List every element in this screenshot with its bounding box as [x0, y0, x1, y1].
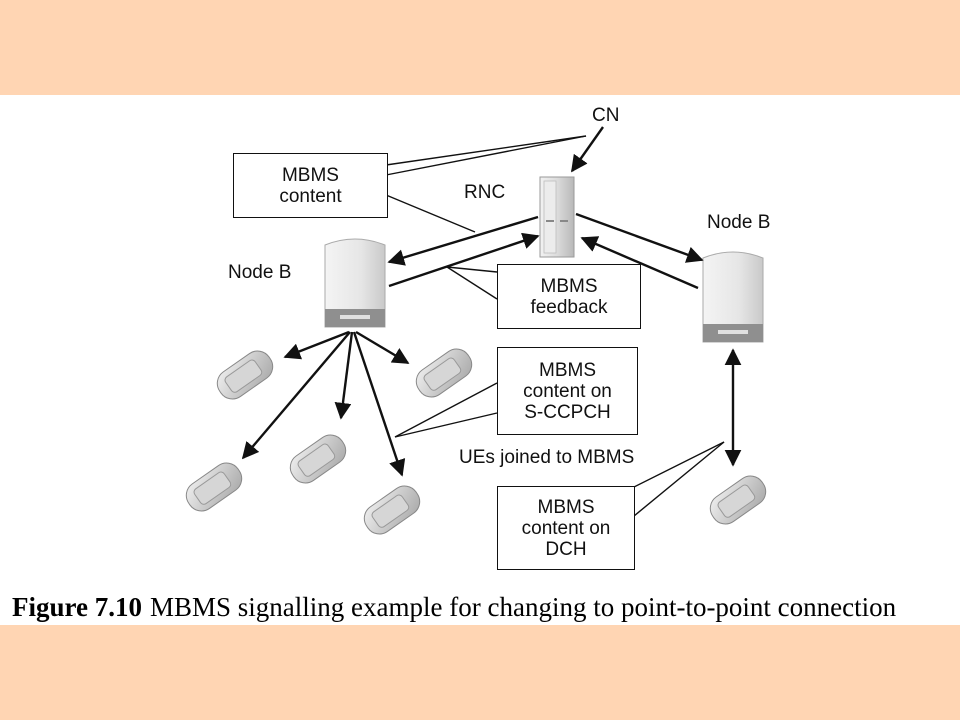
node-b-right-label: Node B	[707, 212, 771, 233]
rnc-server-icon	[539, 176, 575, 258]
bottom-band	[0, 625, 960, 720]
sccpch-callout-line-2	[394, 412, 498, 438]
mbms-content-box: MBMS content	[233, 153, 388, 218]
diagram-canvas	[185, 126, 767, 535]
ue-handset-4-icon	[185, 462, 243, 512]
feedback-callout-line-2	[446, 266, 498, 300]
sccpch-callout-line-1	[394, 382, 498, 438]
nodeb-right-to-rnc-arrow	[580, 236, 699, 290]
broadcast-arrow-5	[352, 331, 406, 477]
ue-handset-6-icon	[709, 475, 767, 525]
mbms-content-sccpch-box: MBMS content on S-CCPCH	[497, 347, 638, 435]
node-b-right-icon	[702, 251, 764, 343]
figure-caption: Figure 7.10 MBMS signalling example for c…	[12, 592, 952, 623]
rnc-to-nodeb-left-arrow	[387, 215, 539, 266]
mbms-content-callout-line-3	[385, 194, 476, 233]
top-band	[0, 0, 960, 95]
link-arrows	[241, 126, 742, 477]
nodeb-left-to-rnc-arrow	[388, 232, 540, 288]
ue-handset-3-icon	[289, 434, 347, 484]
dch-callout-line-1	[633, 441, 725, 517]
broadcast-arrow-3	[334, 331, 354, 420]
cn-label: CN	[592, 105, 620, 126]
ue-handset-5-icon	[363, 485, 421, 535]
callout-lines	[385, 135, 725, 517]
figure-slide: CN RNC Node B Node B UEs joined to MBMS …	[0, 95, 960, 625]
mbms-feedback-box: MBMS feedback	[497, 264, 641, 329]
ue-handset-1-icon	[216, 350, 274, 400]
ue-handset-2-icon	[415, 348, 473, 398]
figure-number: Figure 7.10	[12, 592, 142, 622]
broadcast-arrow-4	[241, 331, 351, 460]
mbms-content-callout-line-1	[385, 135, 587, 166]
node-b-left-label: Node B	[228, 262, 292, 283]
mbms-content-callout-line-2	[385, 135, 587, 176]
ues-joined-label: UEs joined to MBMS	[459, 447, 635, 468]
mbms-content-dch-box: MBMS content on DCH	[497, 486, 635, 570]
dch-callout-line-2	[633, 441, 725, 488]
feedback-callout-line-1	[446, 266, 498, 273]
broadcast-arrow-1	[283, 330, 350, 360]
rnc-label: RNC	[464, 182, 506, 203]
node-b-left-icon	[324, 238, 386, 328]
rnc-to-nodeb-right-arrow	[575, 212, 704, 263]
figure-caption-text: MBMS signalling example for changing to …	[150, 592, 897, 622]
cn-to-rnc-arrow	[571, 126, 604, 173]
broadcast-arrow-2	[355, 330, 410, 365]
